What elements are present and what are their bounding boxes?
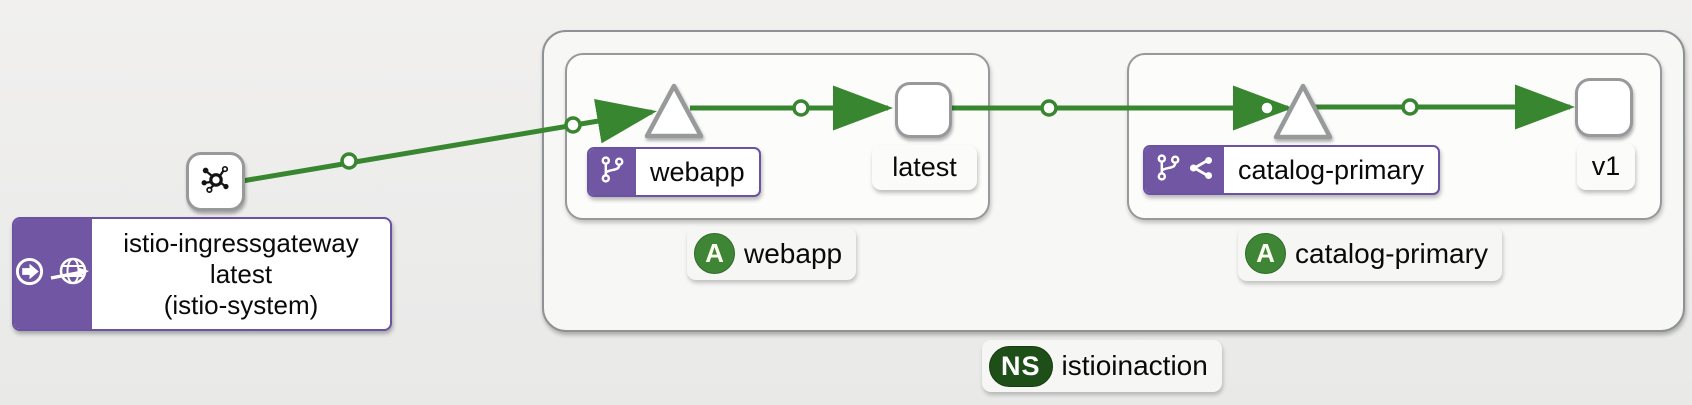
service-node-catalog-primary[interactable] [1273,83,1333,140]
workload-node-v1[interactable] [1575,78,1633,137]
app-badge-catalog-primary-text: catalog-primary [1295,237,1488,269]
namespace-icon: NS [989,345,1053,387]
gateway-title: istio-ingressgateway [123,227,359,258]
service-node-webapp[interactable] [644,83,704,139]
catalog-primary-service-badges [1145,147,1224,193]
app-badge-catalog-primary[interactable]: A catalog-primary [1238,226,1502,281]
catalog-primary-service-label[interactable]: catalog-primary [1143,145,1441,195]
workload-node-latest[interactable] [895,82,952,138]
gateway-label-badges [14,219,92,329]
workload-node-istio-ingressgateway[interactable] [186,152,245,211]
edge-waypoints [340,98,1419,170]
catalog-primary-service-label-text: catalog-primary [1238,154,1425,185]
namespace-badge-istioinaction[interactable]: NS istioinaction [982,340,1222,392]
virtual-service-icon [599,155,626,189]
gateway-node-label[interactable]: istio-ingressgateway latest (istio-syste… [12,217,392,331]
app-badge-webapp[interactable]: A webapp [687,227,857,280]
traffic-source-icon [14,256,45,292]
latest-label-text: latest [892,152,957,182]
latest-node-label[interactable]: latest [872,145,977,190]
virtual-service-icon [1155,153,1182,187]
request-routing-icon [1188,155,1214,186]
gateway-version: latest [209,258,273,289]
webapp-service-label[interactable]: webapp [587,147,761,197]
app-icon: A [694,233,735,274]
v1-node-label[interactable]: v1 [1577,143,1635,190]
edge-gateway-to-webapp[interactable] [241,98,657,184]
webapp-service-label-text: webapp [650,156,745,187]
gateway-label-text: istio-ingressgateway latest (istio-syste… [92,219,390,329]
gateway-globe-icon [50,255,92,294]
gateway-namespace: (istio-system) [163,289,319,320]
app-badge-webapp-text: webapp [744,237,843,269]
v1-label-text: v1 [1591,151,1621,181]
app-icon: A [1245,233,1286,274]
namespace-badge-text: istioinaction [1061,350,1208,381]
webapp-service-badges [589,149,636,195]
mesh-hub-icon [199,162,233,201]
